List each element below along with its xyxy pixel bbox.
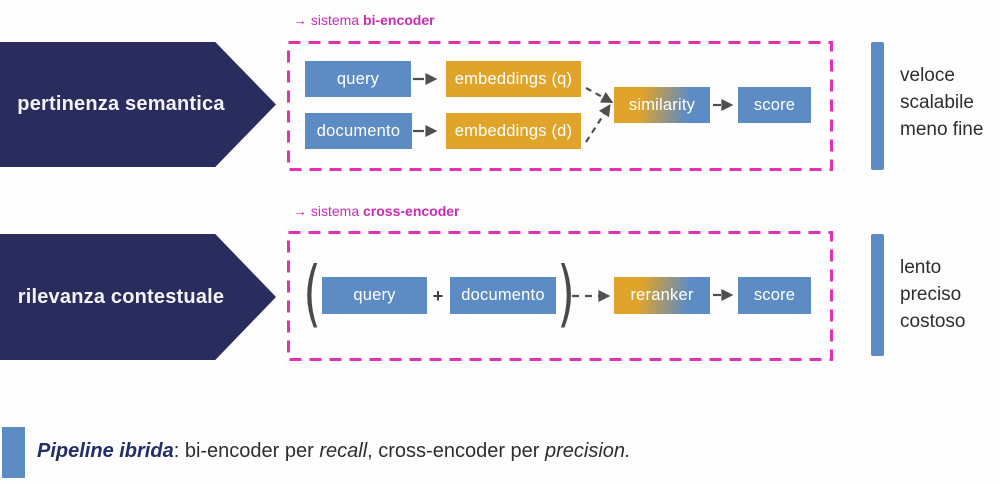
caption-segment: , cross-encoder per	[367, 440, 545, 462]
system-label-prefix: → sistema	[293, 12, 364, 28]
arrows-embeddings-converge-similarity-icon	[585, 87, 614, 143]
arrow-pair-to-reranker-icon	[572, 290, 611, 302]
caption-text: Pipeline ibrida: bi-encoder per recall, …	[37, 440, 631, 463]
trait-item: scalabile	[900, 92, 974, 113]
traits-list-cross-encoder: lento preciso costoso	[900, 254, 965, 335]
system-label-bi-encoder: → sistema bi-encoder	[293, 12, 435, 28]
cross-encoder-group-box	[287, 231, 833, 361]
trait-item: preciso	[900, 284, 962, 305]
banner-rilevanza-contestuale: rilevanza contestuale	[0, 234, 276, 360]
node-documento-top: documento	[305, 113, 412, 149]
arrow-query-to-embeddings-q-icon	[413, 73, 438, 85]
caption-segment: : bi-encoder per	[173, 440, 320, 462]
paren-open: (	[303, 251, 321, 335]
caption-italic-precision: precision.	[545, 440, 631, 462]
trait-item: lento	[900, 257, 942, 278]
system-label-name: cross-encoder	[363, 203, 460, 219]
arrow-similarity-to-score-icon	[713, 99, 734, 111]
bi-encoder-group-box	[287, 41, 833, 171]
dashed-border	[287, 231, 833, 361]
caption-bullet-square	[2, 427, 25, 478]
banner-pertinenza-semantica: pertinenza semantica	[0, 42, 276, 167]
node-embeddings-d: embeddings (d)	[446, 113, 581, 149]
plus-sign: +	[432, 286, 444, 306]
node-similarity: similarity	[614, 87, 710, 123]
node-score-top: score	[738, 87, 811, 123]
trait-item: meno fine	[900, 119, 984, 140]
node-query-top: query	[305, 61, 411, 97]
arrow-documento-to-embeddings-d-icon	[413, 125, 438, 137]
traits-list-bi-encoder: veloce scalabile meno fine	[900, 62, 983, 143]
node-score-bottom: score	[738, 277, 811, 314]
banner-label: rilevanza contestuale	[17, 285, 225, 308]
node-query-bottom: query	[322, 277, 427, 314]
paren-close: )	[557, 251, 575, 335]
dashed-border	[287, 41, 833, 171]
banner-label: pertinenza semantica	[17, 93, 225, 115]
system-label-name: bi-encoder	[363, 12, 435, 28]
system-label-cross-encoder: → sistema cross-encoder	[293, 203, 460, 219]
node-reranker: reranker	[614, 277, 710, 314]
node-embeddings-q: embeddings (q)	[446, 61, 581, 97]
node-documento-bottom: documento	[450, 277, 556, 314]
trait-item: veloce	[900, 65, 955, 86]
traits-bar-top	[871, 42, 884, 170]
trait-item: costoso	[900, 311, 966, 332]
caption-title: Pipeline ibrida	[37, 440, 174, 462]
traits-bar-bottom	[871, 234, 884, 356]
caption-italic-recall: recall	[319, 440, 368, 462]
arrow-reranker-to-score-icon	[713, 289, 734, 301]
system-label-prefix: → sistema	[293, 203, 364, 219]
